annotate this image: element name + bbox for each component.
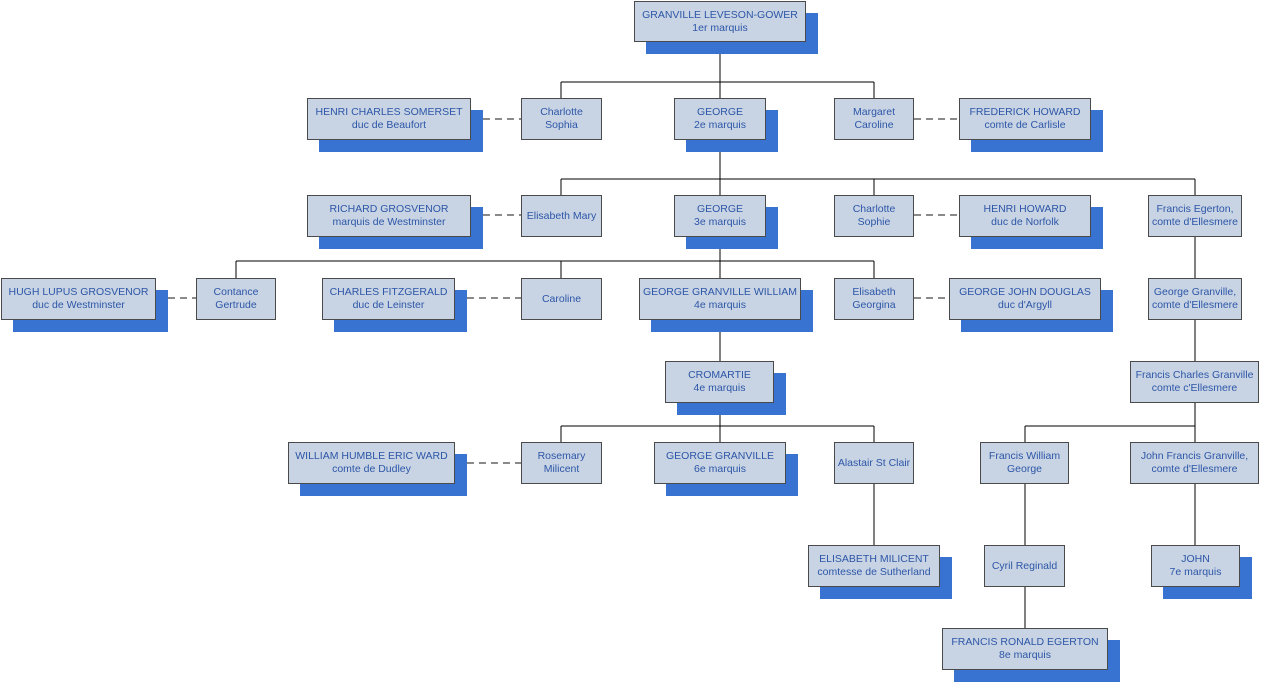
person-title: comte de Carlisle bbox=[984, 119, 1066, 131]
person-title: duc de Norfolk bbox=[991, 216, 1059, 228]
person-name: GEORGE bbox=[696, 106, 744, 118]
person-name: Charlotte bbox=[852, 203, 896, 215]
person-name: GEORGE JOHN DOUGLAS bbox=[959, 286, 1091, 298]
person-name: ELISABETH MILICENT bbox=[819, 553, 929, 565]
person-name: HENRI CHARLES SOMERSET bbox=[315, 106, 463, 118]
person-box-elisabeth-mary: Elisabeth Mary bbox=[521, 195, 602, 237]
person-title: Georgina bbox=[852, 299, 896, 311]
person-name: JOHN bbox=[1181, 553, 1210, 565]
person-name: GEORGE GRANVILLE WILLIAM bbox=[642, 286, 798, 298]
person-name: FRANCIS RONALD EGERTON bbox=[951, 636, 1099, 648]
person-box-george-granville-ellesmere: George Granville,comte d'Ellesmere bbox=[1148, 278, 1242, 320]
person-title: 4e marquis bbox=[694, 299, 746, 311]
person-name: HUGH LUPUS GROSVENOR bbox=[8, 286, 149, 298]
person-title: 3e marquis bbox=[694, 216, 746, 228]
person-name: Elisabeth Mary bbox=[526, 209, 597, 222]
person-name: WILLIAM HUMBLE ERIC WARD bbox=[295, 450, 448, 462]
person-name: Rosemary bbox=[537, 450, 586, 462]
person-title: George bbox=[1006, 463, 1043, 475]
person-name: CHARLES FITZGERALD bbox=[329, 286, 448, 298]
person-box-john-francis-granville: John Francis Granville,comte d'Ellesmere bbox=[1130, 442, 1259, 484]
person-name: Alastair St Clair bbox=[837, 456, 911, 469]
person-name: Caroline bbox=[541, 292, 582, 305]
person-title: Sophia bbox=[545, 119, 578, 131]
person-title: Milicent bbox=[543, 463, 580, 475]
person-title: 4e marquis bbox=[693, 382, 746, 394]
person-title: duc de Beaufort bbox=[351, 119, 427, 131]
person-title: Gertrude bbox=[215, 299, 257, 311]
person-box-alastair-st-clair: Alastair St Clair bbox=[834, 442, 914, 484]
person-box-francis-egerton: Francis Egerton,comte d'Ellesmere bbox=[1148, 195, 1242, 237]
person-title: comtesse de Sutherland bbox=[817, 566, 931, 578]
person-name: RICHARD GROSVENOR bbox=[329, 203, 449, 215]
person-title: duc de Leinster bbox=[352, 299, 425, 311]
person-title: comte de Dudley bbox=[332, 463, 411, 475]
person-name: Contance bbox=[213, 286, 259, 298]
person-title: duc d'Argyll bbox=[998, 299, 1052, 311]
person-name: George Granville, bbox=[1153, 286, 1237, 298]
person-name: CROMARTIE bbox=[688, 369, 751, 381]
person-name: GRANVILLE LEVESON-GOWER bbox=[642, 8, 798, 21]
person-title: 8e marquis bbox=[999, 649, 1051, 661]
person-title: Sophie bbox=[857, 216, 891, 228]
person-name: John Francis Granville, bbox=[1140, 450, 1249, 462]
person-title: marquis de Westminster bbox=[332, 216, 446, 228]
person-box-cyril-reginald: Cyril Reginald bbox=[984, 545, 1065, 587]
person-name: Francis Charles Granville bbox=[1135, 369, 1254, 381]
person-name: Francis Egerton, bbox=[1156, 203, 1234, 215]
person-name: GEORGE GRANVILLE bbox=[666, 450, 774, 462]
person-name: Margaret bbox=[852, 106, 895, 118]
person-title: duc de Westminster bbox=[32, 299, 125, 311]
person-title: Caroline bbox=[854, 119, 894, 131]
person-name: GEORGE bbox=[696, 203, 744, 215]
person-title: comte c'Ellesmere bbox=[1151, 382, 1238, 394]
person-title: 2e marquis bbox=[694, 119, 746, 131]
person-title: 1er marquis bbox=[692, 21, 748, 34]
person-title: comte d'Ellesmere bbox=[1151, 299, 1239, 311]
person-box-caroline: Caroline bbox=[521, 278, 602, 320]
person-name: HENRI HOWARD bbox=[983, 203, 1067, 215]
person-name: Cyril Reginald bbox=[991, 559, 1058, 572]
person-title: 7e marquis bbox=[1169, 566, 1222, 578]
person-name: Francis William bbox=[988, 450, 1061, 462]
person-name: Charlotte bbox=[540, 106, 583, 118]
person-title: comte d'Ellesmere bbox=[1151, 463, 1238, 475]
person-title: comte d'Ellesmere bbox=[1151, 216, 1239, 228]
person-name: FREDERICK HOWARD bbox=[969, 106, 1081, 118]
person-name: Elisabeth bbox=[852, 286, 896, 298]
person-title: 6e marquis bbox=[694, 463, 746, 475]
